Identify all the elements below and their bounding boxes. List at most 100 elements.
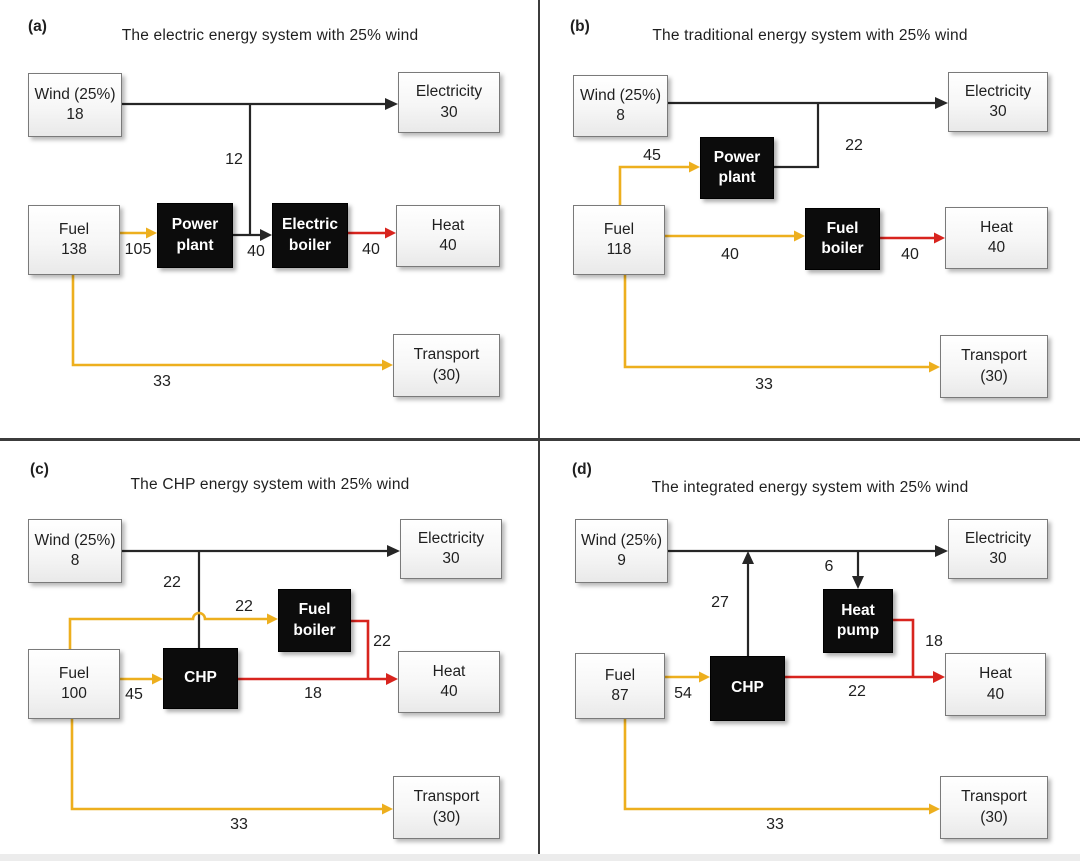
arrowhead-right-icon	[929, 803, 940, 815]
node-value: 30	[989, 103, 1007, 120]
panel-d-title: The integrated energy system with 25% wi…	[651, 479, 969, 496]
panel-b: (b) The traditional energy system with 2…	[540, 0, 1080, 430]
arrowhead-right-icon	[794, 230, 805, 242]
flow-value-power-plant-to-electricity: 22	[845, 137, 863, 154]
arrowhead-right-icon	[385, 98, 398, 110]
arrowhead-right-icon	[386, 673, 398, 685]
node-value: 8	[70, 552, 80, 569]
node-label: Heat	[980, 218, 1013, 236]
arrowhead-right-icon	[385, 227, 396, 239]
arrowhead-right-icon	[387, 545, 400, 557]
arrowhead-right-icon	[146, 227, 157, 239]
arrowhead-right-icon	[267, 613, 278, 625]
arrowhead-right-icon	[933, 671, 945, 683]
panel-b-title: The traditional energy system with 25% w…	[652, 27, 968, 44]
panel-d-tag: (d)	[572, 461, 592, 478]
flow-power-plant-to-boiler	[233, 229, 272, 241]
arrowhead-right-icon	[382, 803, 393, 815]
flow-wind-to-electricity	[122, 545, 400, 557]
node-label: Fuel	[826, 219, 859, 237]
flow-value-fuel-to-transport: 33	[230, 816, 248, 833]
node-label: plant	[176, 236, 214, 254]
flow-heat-pump-to-heat	[893, 618, 915, 676]
node-fuel: Fuel 87	[575, 653, 665, 719]
node-electricity: Electricity 30	[400, 519, 502, 579]
panel-a: (a) The electric energy system with 25% …	[0, 0, 540, 430]
panel-a-tag: (a)	[28, 18, 47, 35]
arrowhead-right-icon	[699, 671, 710, 683]
flow-fuel-to-boiler	[665, 230, 805, 242]
node-chp: CHP	[163, 648, 238, 709]
flow-fuel-to-transport	[623, 719, 940, 815]
node-wind: Wind (25%) 18	[28, 73, 122, 137]
flow-fuel-to-transport	[623, 275, 940, 373]
node-label: boiler	[293, 621, 336, 639]
node-value: 18	[66, 106, 84, 123]
node-label: Electricity	[964, 82, 1032, 100]
node-heat: Heat 40	[945, 207, 1048, 269]
arrowhead-right-icon	[152, 673, 163, 685]
node-value: 118	[606, 241, 632, 258]
node-fuel-boiler: Fuel boiler	[805, 208, 880, 270]
node-label: Electricity	[964, 529, 1032, 547]
arrowhead-right-icon	[929, 361, 940, 373]
panel-d-flow-lines	[623, 545, 948, 815]
flow-value-electricity-to-boiler: 12	[225, 151, 243, 168]
node-transport: Transport (30)	[940, 776, 1048, 839]
flow-fuel-to-chp	[665, 671, 710, 683]
node-transport: Transport (30)	[393, 776, 500, 839]
flow-fuel-to-transport	[70, 719, 393, 815]
flow-value-chp-to-heat: 22	[848, 683, 866, 700]
flow-chp-to-heat	[785, 671, 945, 683]
node-value: (30)	[980, 367, 1008, 385]
vertical-divider	[538, 0, 540, 854]
flow-fuel-to-power-plant	[120, 227, 157, 239]
node-heat: Heat 40	[396, 205, 500, 267]
node-label: Transport	[961, 788, 1027, 806]
node-heat: Heat 40	[398, 651, 500, 713]
horizontal-divider	[0, 438, 1080, 441]
arrowhead-right-icon	[935, 545, 948, 557]
node-fuel: Fuel 118	[573, 205, 665, 275]
arrowhead-down-icon	[852, 576, 864, 589]
flow-power-plant-to-electricity	[774, 104, 820, 169]
node-electricity: Electricity 30	[398, 72, 500, 133]
node-electricity: Electricity 30	[948, 72, 1048, 132]
flow-value-boiler-to-heat: 40	[901, 246, 919, 263]
node-electric-boiler: Electric boiler	[272, 203, 348, 268]
panel-c-title: The CHP energy system with 25% wind	[130, 476, 410, 493]
node-value: 40	[987, 239, 1006, 256]
node-label: plant	[718, 169, 756, 186]
panel-d: (d) The integrated energy system with 25…	[540, 431, 1080, 861]
node-wind: Wind (25%) 8	[573, 75, 668, 137]
node-label: Fuel	[58, 220, 90, 238]
node-value: 30	[440, 103, 458, 121]
flow-value-fuel-to-power-plant: 105	[124, 241, 152, 258]
node-heat: Heat 40	[945, 653, 1046, 716]
flow-value-boiler-to-heat: 22	[373, 633, 391, 650]
node-power-plant: Power plant	[157, 203, 233, 268]
node-label: Wind (25%)	[580, 86, 661, 104]
node-label: Heat	[841, 601, 875, 619]
node-value: (30)	[432, 808, 461, 826]
node-label: Electric	[281, 216, 338, 234]
node-label: Power	[713, 148, 761, 166]
node-label: Heat	[979, 665, 1012, 683]
flow-value-fuel-to-boiler: 40	[721, 246, 739, 263]
flow-wind-to-electricity	[668, 545, 948, 557]
node-label: Transport	[413, 346, 480, 364]
arrowhead-right-icon	[260, 229, 272, 241]
arrowhead-up-icon	[742, 551, 754, 564]
flow-fuel-to-power-plant	[618, 161, 700, 205]
flow-value-heat-pump-to-heat: 18	[925, 633, 943, 650]
flow-value-chp-to-heat: 18	[304, 685, 322, 702]
node-value: 8	[616, 107, 625, 124]
node-label: Transport	[413, 788, 480, 806]
flow-value-fuel-to-transport: 33	[766, 816, 784, 833]
node-heat-pump: Heat pump	[823, 589, 893, 653]
node-label: Electricity	[415, 83, 483, 101]
node-value: 9	[617, 552, 626, 569]
arrowhead-right-icon	[934, 232, 945, 244]
node-label: Fuel	[604, 666, 636, 684]
node-label: Heat	[431, 216, 465, 234]
